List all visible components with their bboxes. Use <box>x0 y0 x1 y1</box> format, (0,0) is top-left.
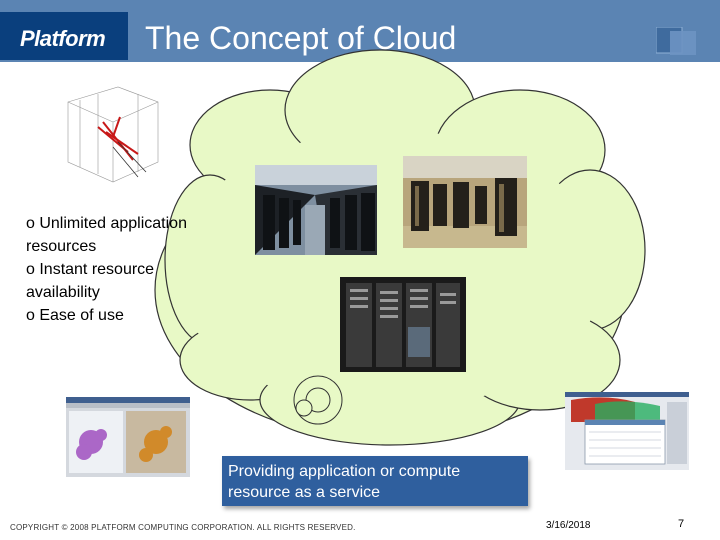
application-screenshot-1 <box>66 397 190 477</box>
server-rack-photo <box>340 277 466 372</box>
callout-box: Providing application or compute resourc… <box>222 456 528 506</box>
server-room-photo-2 <box>403 156 527 248</box>
3d-scatter-plot-image <box>58 82 164 188</box>
copyright-footer: COPYRIGHT © 2008 PLATFORM COMPUTING CORP… <box>10 523 356 532</box>
bullet-list: o Unlimited application resources o Inst… <box>26 212 226 327</box>
platform-logo: Platform <box>0 12 128 60</box>
bullet-item: o Ease of use <box>26 307 124 324</box>
slide-date: 3/16/2018 <box>546 520 591 531</box>
page-number: 7 <box>678 518 685 530</box>
logo-text: Platform <box>20 26 106 51</box>
bullet-item: o Unlimited application resources <box>26 215 187 255</box>
windows-icon <box>656 27 696 55</box>
server-room-photo-1 <box>255 165 377 255</box>
bullet-item: o Instant resource availability <box>26 261 155 301</box>
application-screenshot-2 <box>565 392 689 470</box>
slide-title: The Concept of Cloud <box>145 20 457 56</box>
